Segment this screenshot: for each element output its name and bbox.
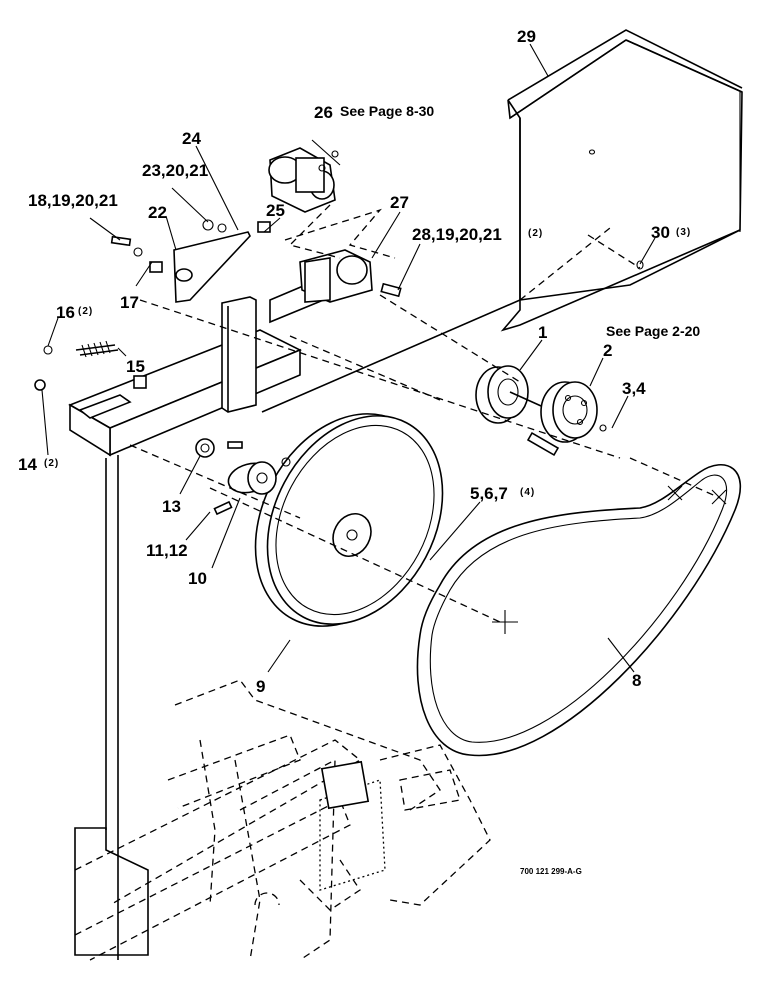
callout-3-4: 3,4 — [622, 379, 646, 398]
v-belt-8 — [416, 463, 741, 757]
pulley-1 — [475, 365, 560, 457]
qty-16: (2) — [78, 306, 93, 317]
callout-28-19-20-21: 28,19,20,21 — [412, 225, 502, 244]
callout-8: 8 — [632, 671, 641, 690]
large-pulley-9 — [254, 413, 444, 627]
motor-mount-27 — [299, 249, 402, 303]
qty-14: (2) — [44, 458, 59, 469]
callout-23-20-21: 23,20,21 — [142, 161, 208, 180]
leader-lines — [41, 43, 656, 673]
callout-16: 16 — [56, 303, 75, 322]
callout-14: 14 — [18, 455, 37, 474]
callout-13: 13 — [162, 497, 181, 516]
callout-26: 26 — [314, 103, 333, 122]
belt-shield-29 — [500, 29, 743, 332]
callout-10: 10 — [188, 569, 207, 588]
assembly-centerlines — [129, 204, 727, 634]
note-see-page-8-30: See Page 8-30 — [340, 103, 434, 119]
idler-bracket-24 — [110, 219, 271, 303]
callout-27: 27 — [390, 193, 409, 212]
callout-labels: 29 26 See Page 8-30 24 23,20,21 18,19,20… — [18, 27, 700, 876]
callout-29: 29 — [517, 27, 536, 46]
callout-24: 24 — [182, 129, 201, 148]
callout-18-19-20-21: 18,19,20,21 — [28, 191, 118, 210]
callout-17: 17 — [120, 293, 139, 312]
callout-22: 22 — [148, 203, 167, 222]
callout-5-6-7: 5,6,7 — [470, 484, 508, 503]
qty-30: (3) — [676, 227, 691, 238]
callout-1: 1 — [538, 323, 547, 342]
qty-28: (2) — [528, 228, 543, 239]
note-see-page-2-20: See Page 2-20 — [606, 323, 700, 339]
hub-10 — [195, 438, 291, 516]
callout-15: 15 — [126, 357, 145, 376]
header-frame-reference — [74, 679, 491, 961]
pulley-2 — [540, 381, 607, 443]
callout-2: 2 — [603, 341, 612, 360]
callout-9: 9 — [256, 677, 265, 696]
qty-5-6-7: (4) — [520, 487, 535, 498]
callout-11-12: 11,12 — [146, 541, 188, 560]
drawing-code: 700 121 299-A-G — [520, 867, 582, 876]
callout-25: 25 — [266, 201, 285, 220]
mounting-frame — [68, 260, 521, 960]
hydraulic-motor-26 — [268, 139, 341, 213]
callout-30: 30 — [651, 223, 670, 242]
